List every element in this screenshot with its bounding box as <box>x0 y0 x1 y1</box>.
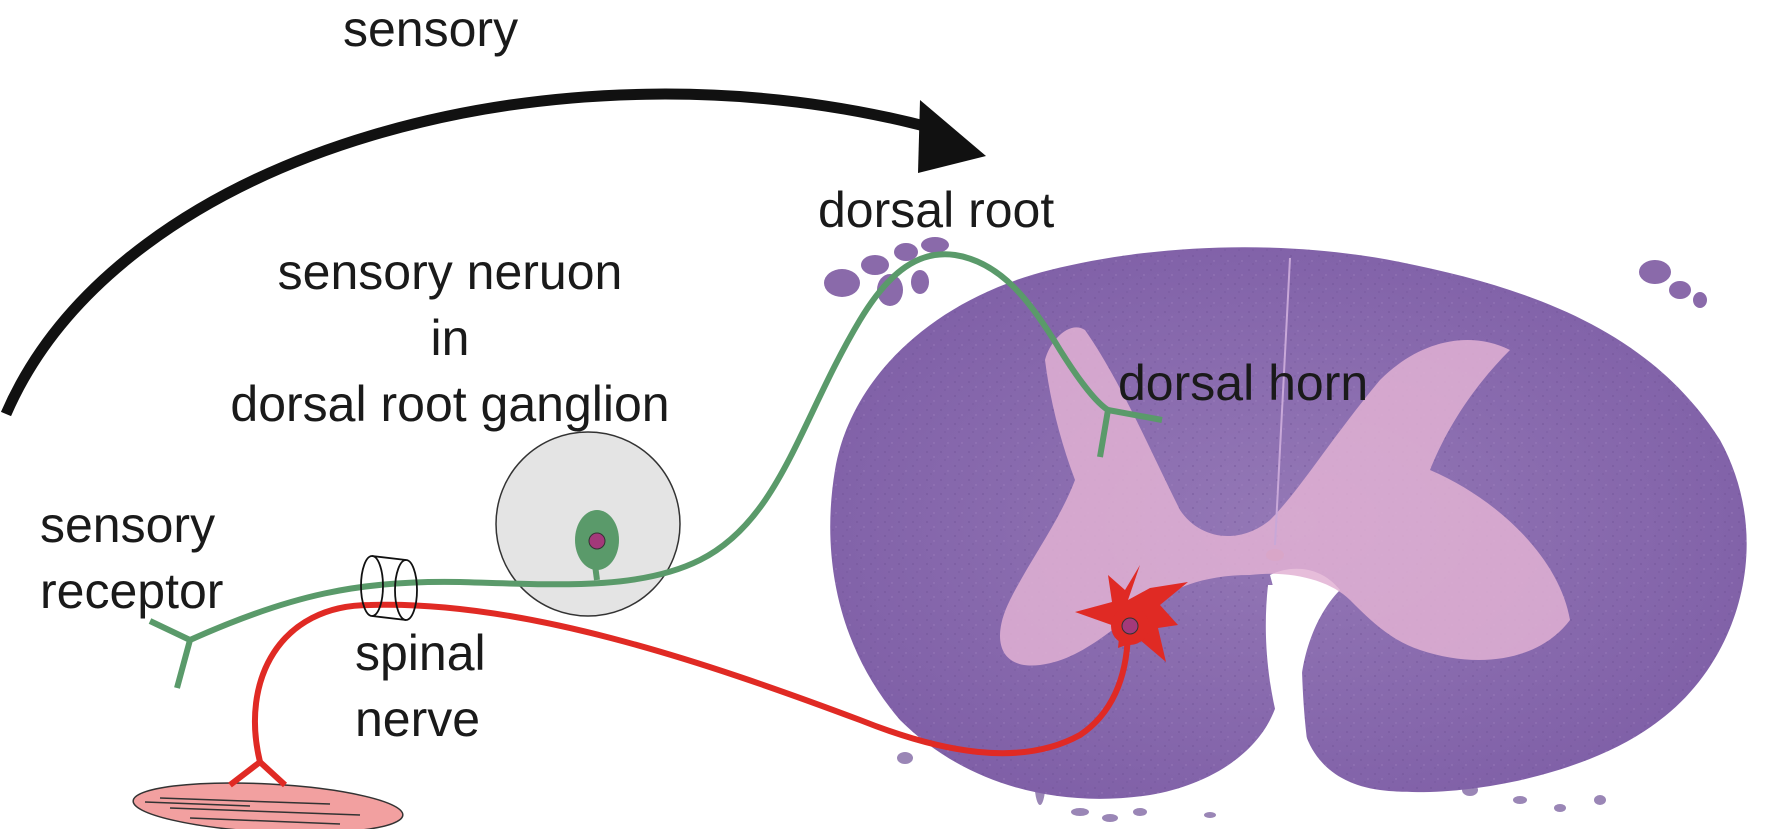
sensory-neuron-label-line3: dorsal root ganglion <box>185 379 715 445</box>
spinal-cord-section <box>824 237 1747 822</box>
sensory-neuron-nucleus <box>589 533 605 549</box>
sensory-receptor-label-line1: sensory <box>40 500 223 566</box>
motor-neuron-nucleus <box>1122 618 1138 634</box>
dorsal-horn-label: dorsal horn <box>1118 358 1368 408</box>
dorsal-root-label: dorsal root <box>818 185 1054 235</box>
sensory-neuron-label: sensory neruon in dorsal root ganglion <box>185 247 715 445</box>
sensory-receptor-label: sensory receptor <box>40 500 223 632</box>
sensory-arrow-label: sensory <box>343 4 518 54</box>
central-canal <box>1266 549 1284 561</box>
muscle-effector <box>132 777 404 829</box>
spinal-nerve-label: spinal nerve <box>355 628 486 760</box>
sensory-neuron-label-line1: sensory neruon <box>185 247 715 313</box>
spinal-nerve-label-line1: spinal <box>355 628 486 694</box>
spinal-nerve-label-line2: nerve <box>355 694 486 760</box>
sensory-neuron-label-line2: in <box>185 313 715 379</box>
sensory-receptor-label-line2: receptor <box>40 566 223 632</box>
